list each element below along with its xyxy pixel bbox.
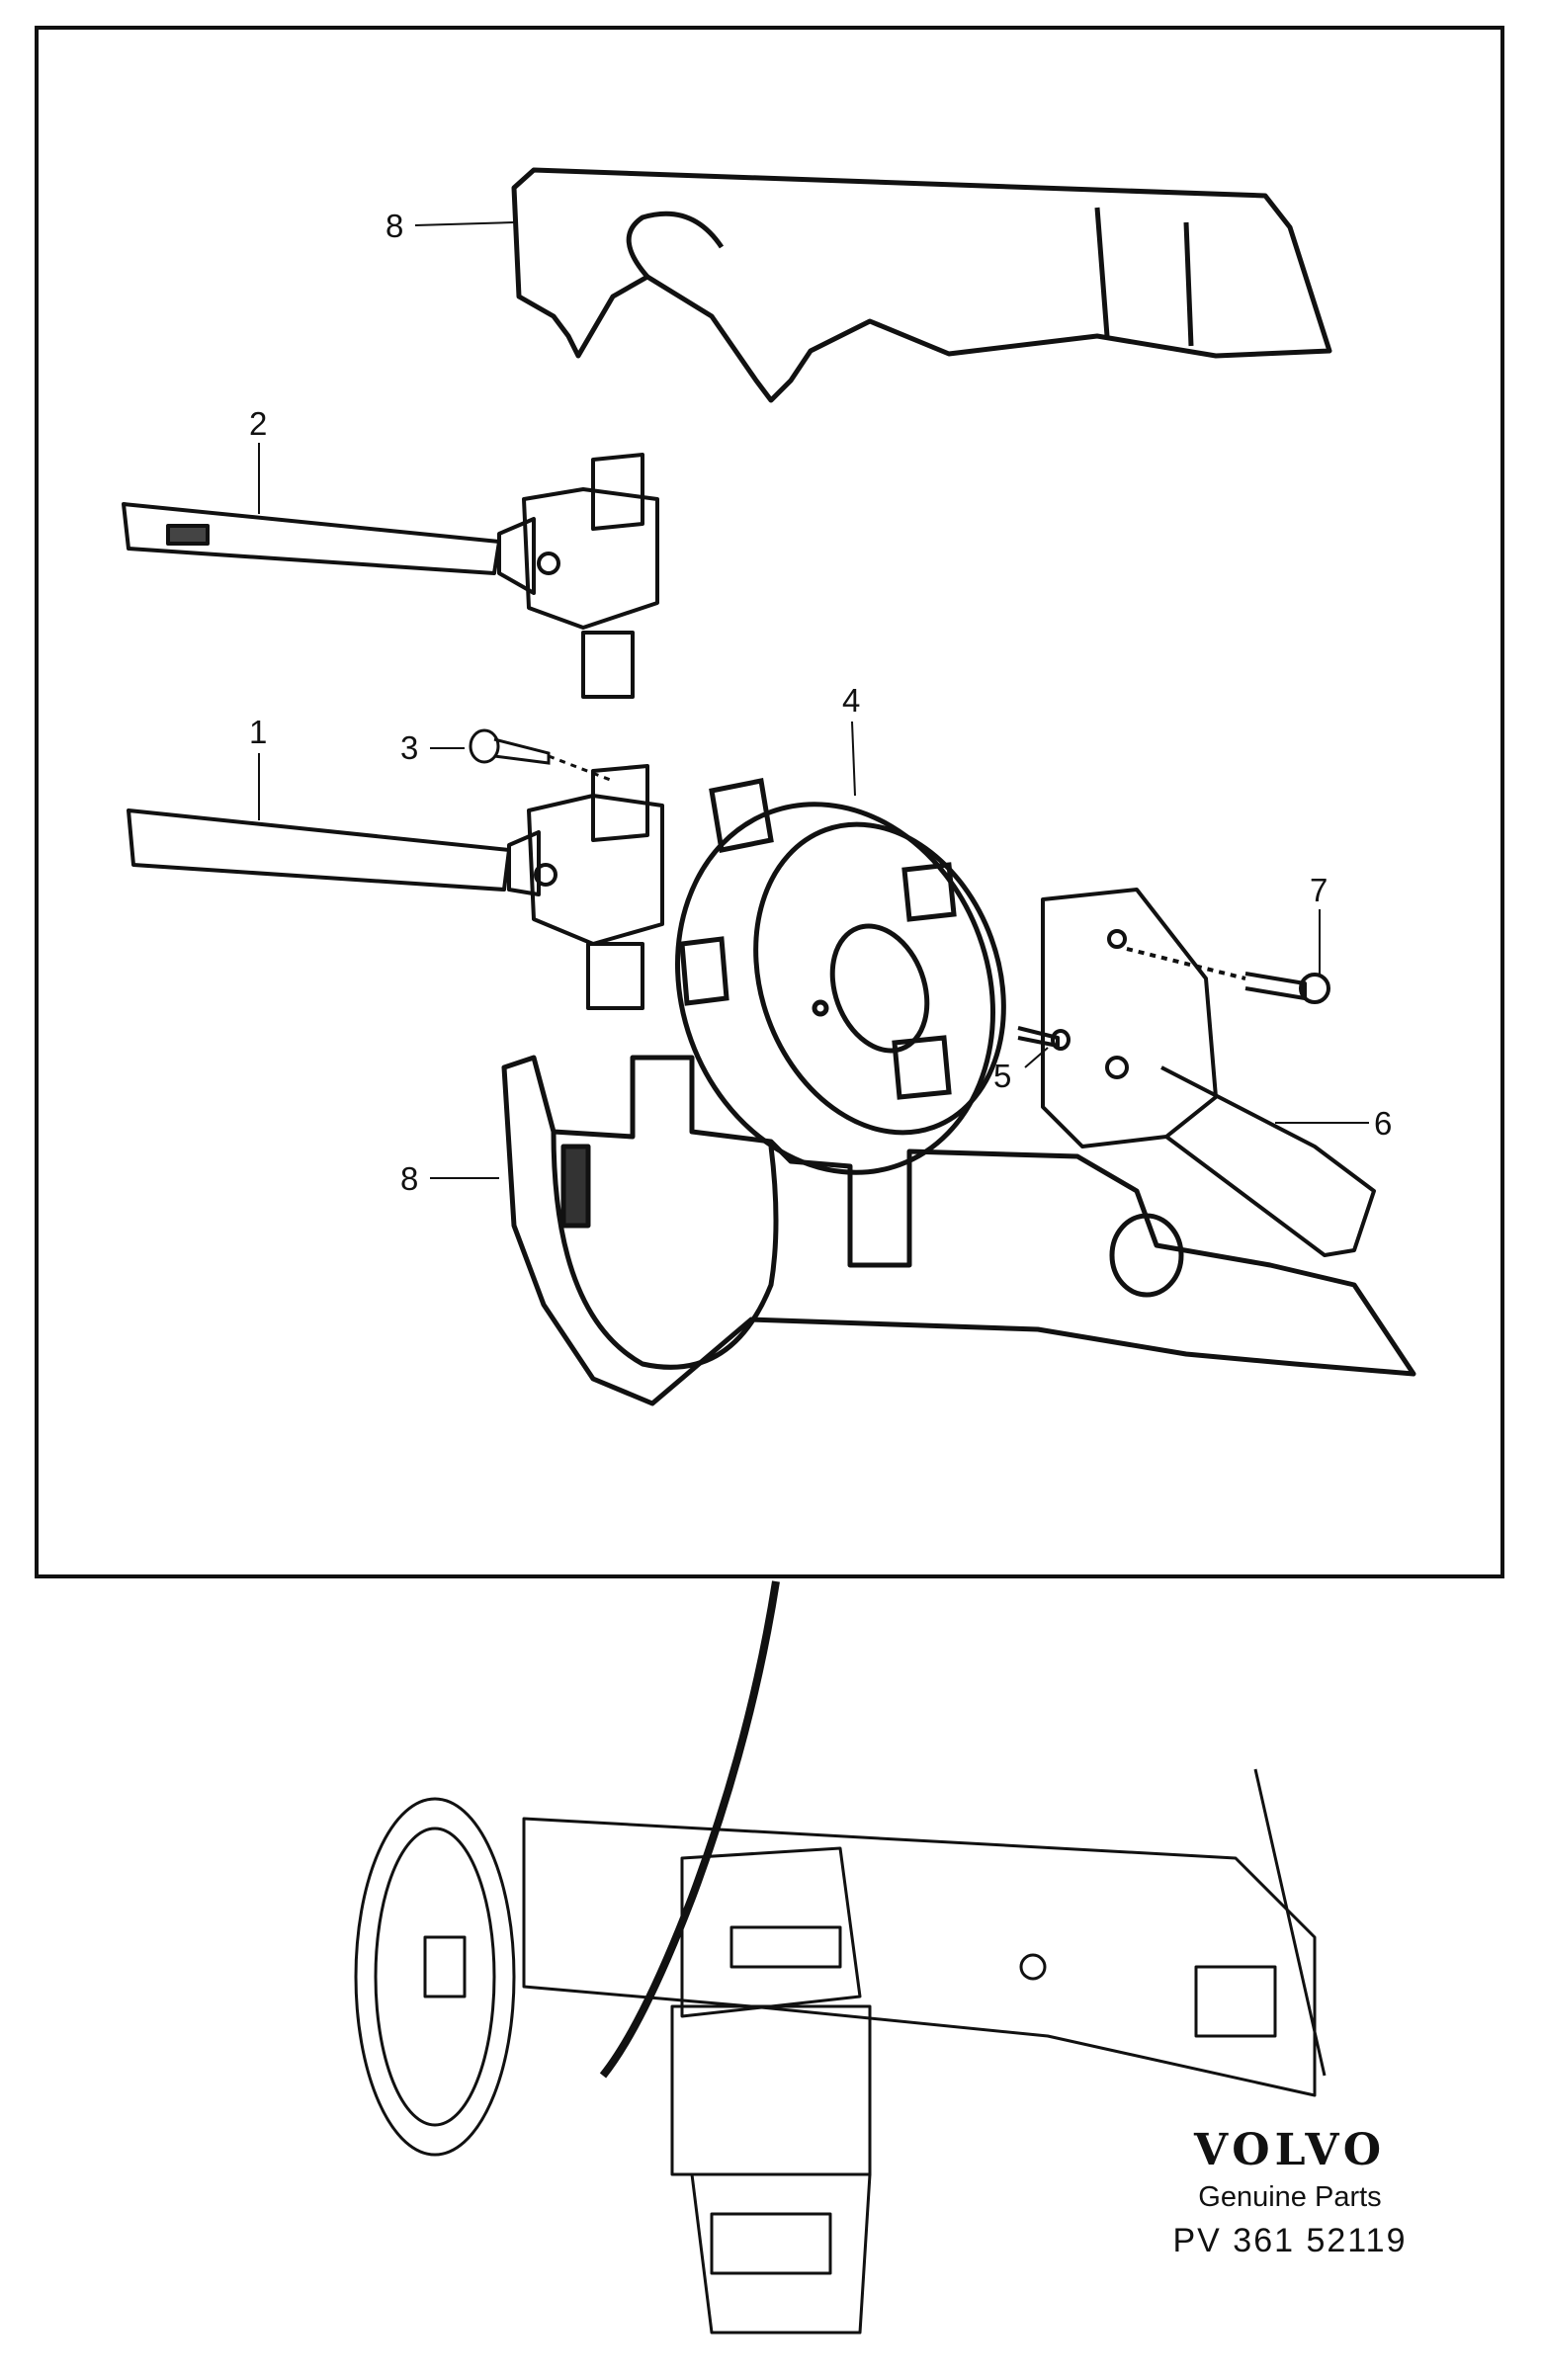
footer: VOLVO Genuine Parts PV 361 52119 [1038, 2125, 1542, 2260]
lever-switch-upper [122, 453, 659, 699]
lever-switch-lower [127, 764, 664, 1010]
callout-6: 6 [1374, 1105, 1392, 1142]
leader-lines [258, 221, 1369, 1179]
callout-7: 7 [1310, 872, 1328, 908]
brand-subtitle: Genuine Parts [1198, 2181, 1382, 2213]
lower-column-cover [501, 1055, 1416, 1406]
callout-3: 3 [400, 729, 418, 766]
upper-column-cover [511, 167, 1332, 403]
dashboard-overview [354, 1580, 1327, 2335]
screw-part-3 [469, 728, 614, 783]
brand-logo: VOLVO [1193, 2125, 1387, 2175]
callout-5: 5 [993, 1058, 1011, 1094]
callout-8-upper: 8 [386, 208, 403, 244]
contact-ring [675, 778, 1006, 1175]
lever-switch-right [1017, 888, 1376, 1257]
part-code: PV 361 52119 [1172, 2222, 1408, 2259]
callout-1: 1 [249, 714, 267, 750]
diagram-frame [35, 26, 1504, 1578]
callout-4: 4 [842, 682, 860, 719]
callout-8-lower: 8 [400, 1160, 418, 1197]
callout-2: 2 [249, 405, 267, 442]
